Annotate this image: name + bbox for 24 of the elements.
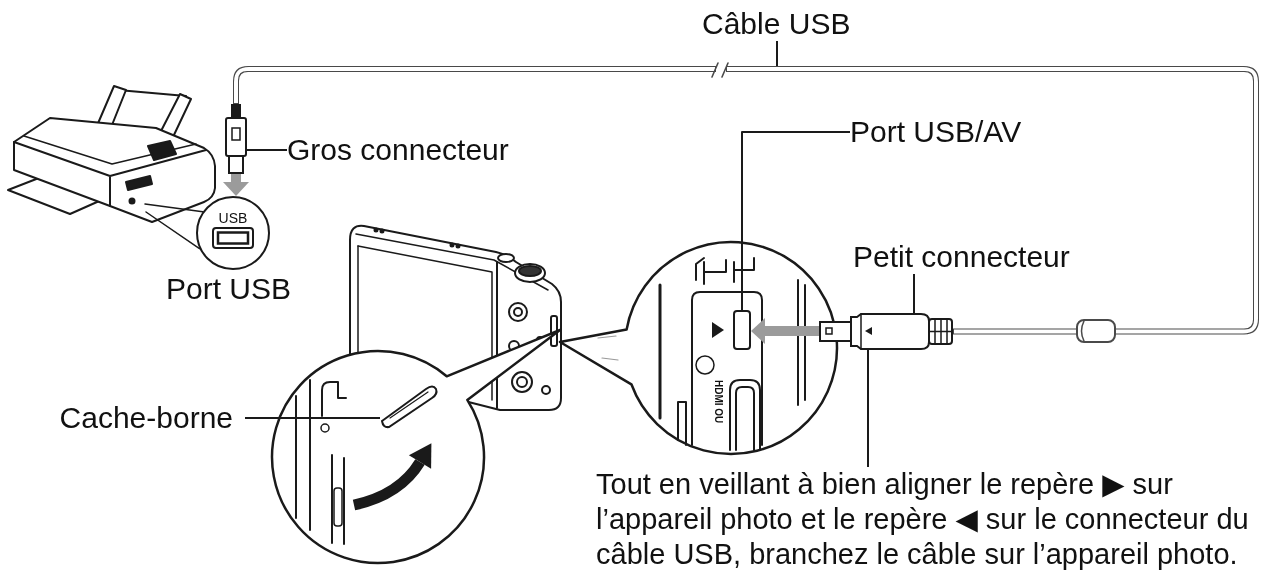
port-marking: USB xyxy=(218,211,248,226)
usb-cable xyxy=(233,66,1259,335)
arrow xyxy=(751,318,819,344)
leader-line xyxy=(244,417,381,419)
usb-plug xyxy=(224,104,248,174)
terminal-cover xyxy=(380,383,437,428)
magnifier-bubble xyxy=(270,328,562,565)
arrow xyxy=(223,174,249,196)
leader-line xyxy=(867,348,869,468)
part-label: Cache-borne xyxy=(59,401,233,435)
instruction-text: Tout en veillant à bien aligner le repère ▶ sur l’appareil photo et le repère ◀ sur le connecteur du câble USB, branchez le câble sur l’appareil photo. xyxy=(596,467,1265,572)
part-label: Petit connecteur xyxy=(853,240,1070,274)
magnifier-bubble xyxy=(558,240,839,456)
leader-line xyxy=(741,131,851,311)
part-label: Câble USB xyxy=(702,7,851,41)
part-label: Port USB xyxy=(166,272,292,306)
leader-line xyxy=(776,40,778,67)
usb-av-port xyxy=(733,310,751,350)
part-label: Port USB/AV xyxy=(850,115,1022,149)
mini-usb-plug xyxy=(819,312,953,351)
part-label: Gros connecteur xyxy=(287,133,509,167)
leader-line xyxy=(245,149,288,151)
leader-line xyxy=(913,273,915,315)
port-marking: HDMI OU xyxy=(712,380,724,424)
